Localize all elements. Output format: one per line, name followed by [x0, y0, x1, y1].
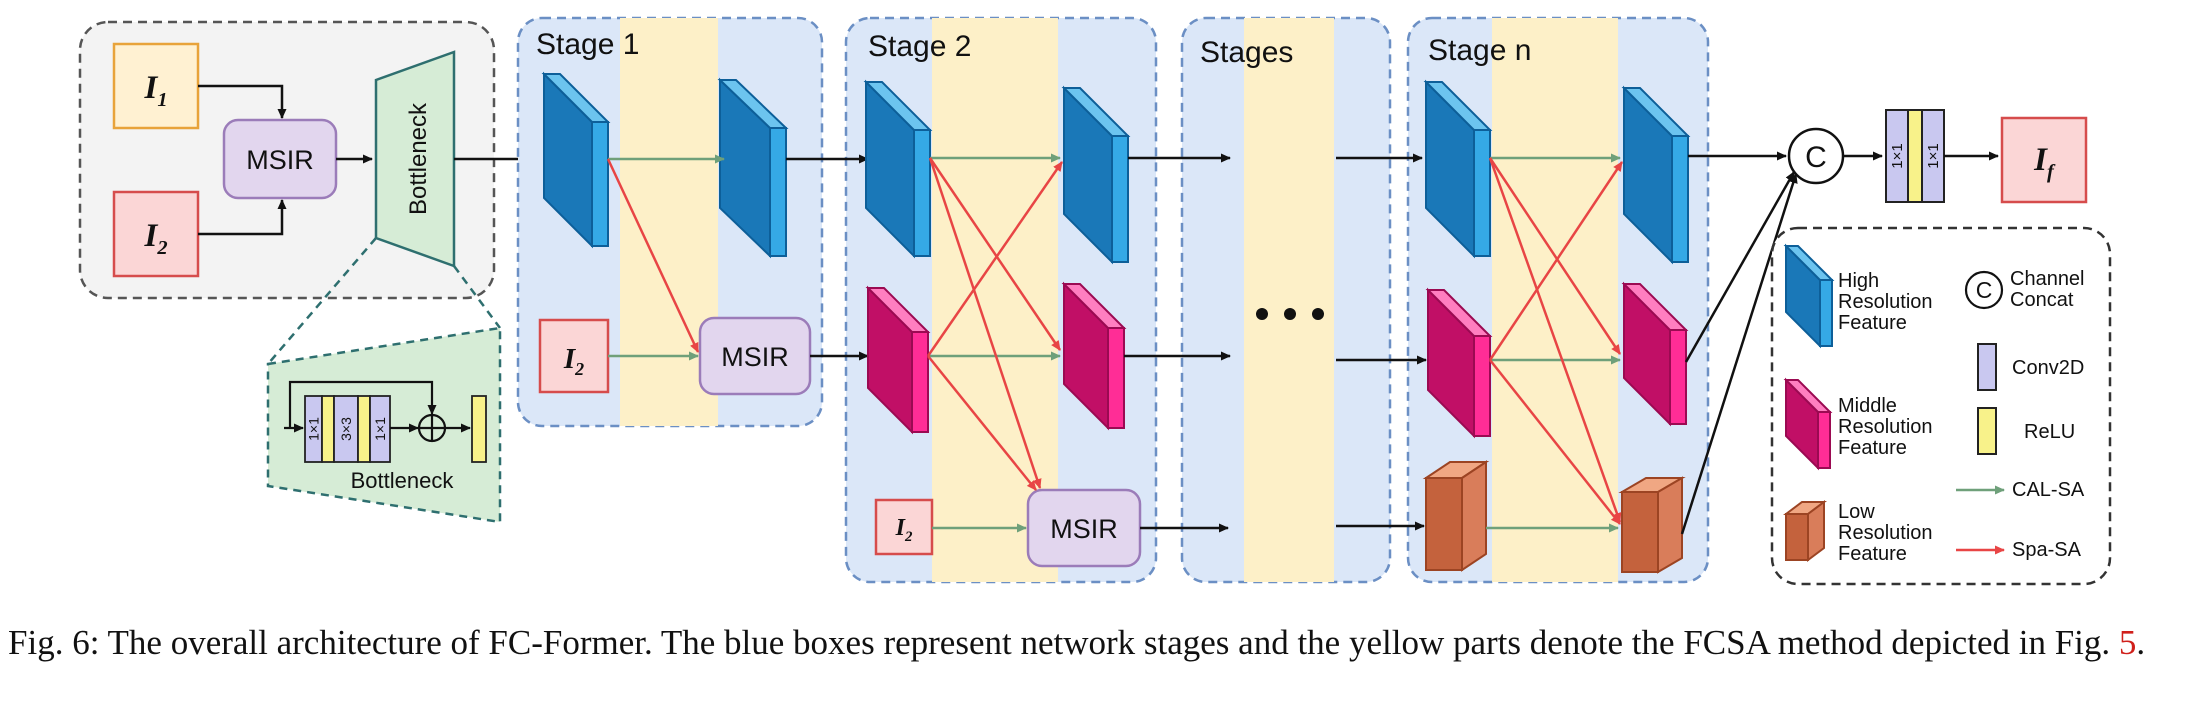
output-if-label: If — [2033, 142, 2056, 183]
caption-end: . — [2136, 623, 2146, 662]
legend-relu-label: ReLU — [2024, 421, 2075, 443]
legend-low-res-icon — [1783, 500, 1827, 562]
stages-title: Stages — [1200, 36, 1293, 69]
detail-relu-b — [357, 395, 371, 463]
stage-2-title: Stage 2 — [868, 30, 971, 63]
stage-n-title: Stage n — [1428, 34, 1531, 67]
output-if-box: If — [2000, 116, 2088, 204]
stage-2-i2-box: I2 — [874, 498, 934, 556]
arrow-i2-to-msir — [198, 199, 287, 236]
msir-block-stage-1: MSIR — [698, 316, 812, 396]
bottleneck-label: Bottleneck — [405, 102, 432, 215]
input-i2-label: I2 — [143, 218, 167, 259]
detail-skip-connection — [288, 380, 437, 428]
msir-label-stage-1: MSIR — [721, 342, 789, 372]
legend-cal-sa-label: CAL-SA — [2012, 479, 2085, 501]
legend-conv2d-label: Conv2D — [2012, 357, 2084, 379]
high-res-feature — [1061, 85, 1131, 265]
output-conv-a-label: 1×1 — [1889, 143, 1906, 168]
legend-concat-icon: C — [1964, 270, 2004, 310]
output-conv-stack: 1×1 1×1 — [1885, 109, 1945, 203]
spa-sa-arrow — [606, 158, 700, 353]
input-i1-label: I1 — [143, 70, 167, 111]
mid-res-feature — [865, 285, 931, 435]
bottleneck-detail-label: Bottleneck — [351, 468, 455, 493]
figure-caption: Fig. 6: The overall architecture of FC-F… — [8, 622, 2178, 663]
legend-high-res-icon — [1783, 243, 1835, 349]
stages-panel: Stages — [1180, 16, 1392, 584]
spa-sa-arrow — [928, 157, 1062, 351]
detail-conv-1x1-a-label: 1×1 — [306, 417, 322, 441]
input-block: I1 I2 MSIR Bottleneck — [78, 20, 496, 300]
legend-spa-sa-label: Spa-SA — [2012, 539, 2082, 561]
input-i1-box: I1 — [112, 42, 200, 130]
spa-sa-arrow — [926, 161, 1064, 357]
caption-text: Fig. 6: The overall architecture of FC-F… — [8, 623, 2119, 662]
legend-mid-res-icon — [1783, 377, 1833, 471]
high-res-feature — [1423, 79, 1493, 259]
stage-1-title: Stage 1 — [536, 28, 639, 61]
high-res-feature — [1621, 85, 1691, 265]
concat-label: C — [1805, 141, 1827, 174]
add-icon — [417, 413, 447, 443]
spa-sa-arrow — [1488, 157, 1622, 523]
spa-sa-arrow — [1489, 359, 1621, 525]
detail-conv-1x1-b-label: 1×1 — [372, 417, 388, 441]
low-res-feature — [1618, 476, 1686, 574]
legend-concat-symbol: C — [1976, 277, 1993, 303]
detail-relu-a — [321, 395, 335, 463]
detail-relu-out — [471, 395, 487, 463]
legend-conv2d-icon — [1977, 343, 1997, 391]
spa-sa-arrow — [927, 355, 1037, 491]
high-res-feature — [863, 79, 933, 259]
msir-label-stage-2: MSIR — [1050, 514, 1118, 544]
mid-res-feature — [1425, 287, 1493, 439]
high-res-feature — [717, 77, 789, 259]
spa-sa-arrow — [928, 157, 1042, 489]
msir-block-input: MSIR — [222, 118, 338, 200]
bottleneck-block: Bottleneck — [374, 50, 456, 268]
mid-res-feature — [1061, 281, 1127, 431]
arrow-i1-to-msir — [198, 84, 287, 119]
stage-1-i2-label: I2 — [563, 343, 584, 379]
caption-figure-ref[interactable]: 5 — [2118, 623, 2137, 662]
stage-1-i2-box: I2 — [538, 318, 610, 394]
msir-label-input: MSIR — [246, 145, 314, 175]
msir-block-stage-2: MSIR — [1026, 488, 1142, 568]
spa-sa-arrow — [1488, 157, 1622, 355]
mid-res-feature — [1621, 281, 1689, 427]
legend-relu-icon — [1977, 407, 1997, 455]
output-conv-b-label: 1×1 — [1925, 143, 1942, 168]
output-relu — [1907, 109, 1923, 203]
architecture-diagram: I1 I2 MSIR Bottleneck 1×1 3×3 1×1 — [78, 16, 2112, 586]
spa-sa-arrow — [1488, 161, 1624, 361]
input-i2-box: I2 — [112, 190, 200, 278]
concat-icon: C — [1787, 127, 1845, 185]
stage-2-i2-label: I2 — [895, 515, 913, 545]
detail-conv-3x3-label: 3×3 — [338, 417, 354, 441]
low-res-feature — [1422, 460, 1490, 572]
detail-conv-3x3 — [333, 395, 359, 463]
bottleneck-detail: 1×1 3×3 1×1 Bottleneck — [266, 237, 502, 524]
high-res-feature — [541, 71, 611, 249]
